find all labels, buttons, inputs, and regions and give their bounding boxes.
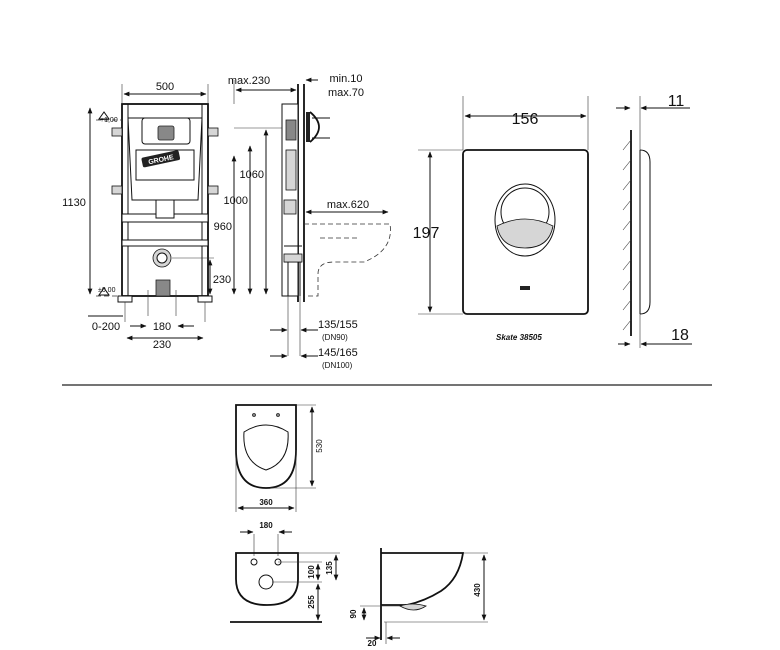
dim-20: 20 [368,639,377,648]
frame-front-view: GROHE +1,00 ±0,00 500 1130 [62,81,231,351]
plate-height-dim: 197 [413,225,440,242]
flush-button-bottom [496,218,554,249]
pipe-dn100-note: (DN100) [322,361,353,370]
flush-plate [462,149,589,315]
bowl-length-dim: 530 [315,439,324,453]
flush-plate-side-view: 11 18 [616,93,692,348]
pipe-dn90-dim: 135/155 [318,319,358,331]
pipe-dn90-note: (DN90) [322,333,348,342]
flush-plate-side [309,111,320,143]
depth-max-dim: max.230 [228,75,270,87]
plate-width-dim: 156 [512,111,539,128]
bowl-top-outline [235,404,297,489]
plate-profile [639,149,651,315]
bowl-height-dim: 430 [473,583,482,597]
bowl-side-view: 430 90 20 [349,548,488,648]
dim-100: 100 [307,565,316,579]
frame-width-dim: 500 [156,81,174,93]
bowl-width-dim: 360 [259,498,273,507]
h1000-dim: 1000 [224,195,248,207]
level-mark-top [98,111,110,120]
bowl-top-view: 530 360 [235,404,324,512]
flush-plate-front: 156 197 Skate 38505 [413,96,589,342]
bolt-spacing-dim: 180 [259,521,273,530]
bowl-outline-side [304,223,391,297]
bowl-rear-view: 180 100 135 255 [230,521,340,623]
level-mark-bottom [98,287,110,296]
dim-135: 135 [325,561,334,575]
plate-model-label: Skate 38505 [496,333,542,342]
outlet-hole [258,574,274,590]
bowl-max-dim: max.620 [327,199,369,211]
plate-min-dim: min.10 [329,73,362,85]
zero-level: ±0,00 [98,287,116,294]
plate-max-dim: max.70 [328,87,364,99]
plus-level: +1,00 [100,117,118,124]
plate-depth-dim: 11 [668,93,685,110]
floor-adjust-dim: 0-200 [92,321,120,333]
base-spacing-dim: 230 [153,339,171,351]
plate-offset-dim: 18 [671,327,689,344]
h1060-dim: 1060 [240,169,264,181]
h960-dim: 960 [214,221,232,233]
bowl-side-outline [381,552,465,606]
frame-side-view: max.230 min.10 max.70 1060 1000 960 max.… [214,73,391,370]
dim-90: 90 [349,609,358,618]
leg-spacing-dim: 180 [153,321,171,333]
bowl-rear-outline [235,552,299,606]
wall-hatching [622,139,632,331]
dim-255: 255 [307,595,316,609]
outlet-height-dim: 230 [213,274,231,286]
frame-height-dim: 1130 [62,197,86,209]
pipe-dn100-dim: 145/165 [318,347,358,359]
